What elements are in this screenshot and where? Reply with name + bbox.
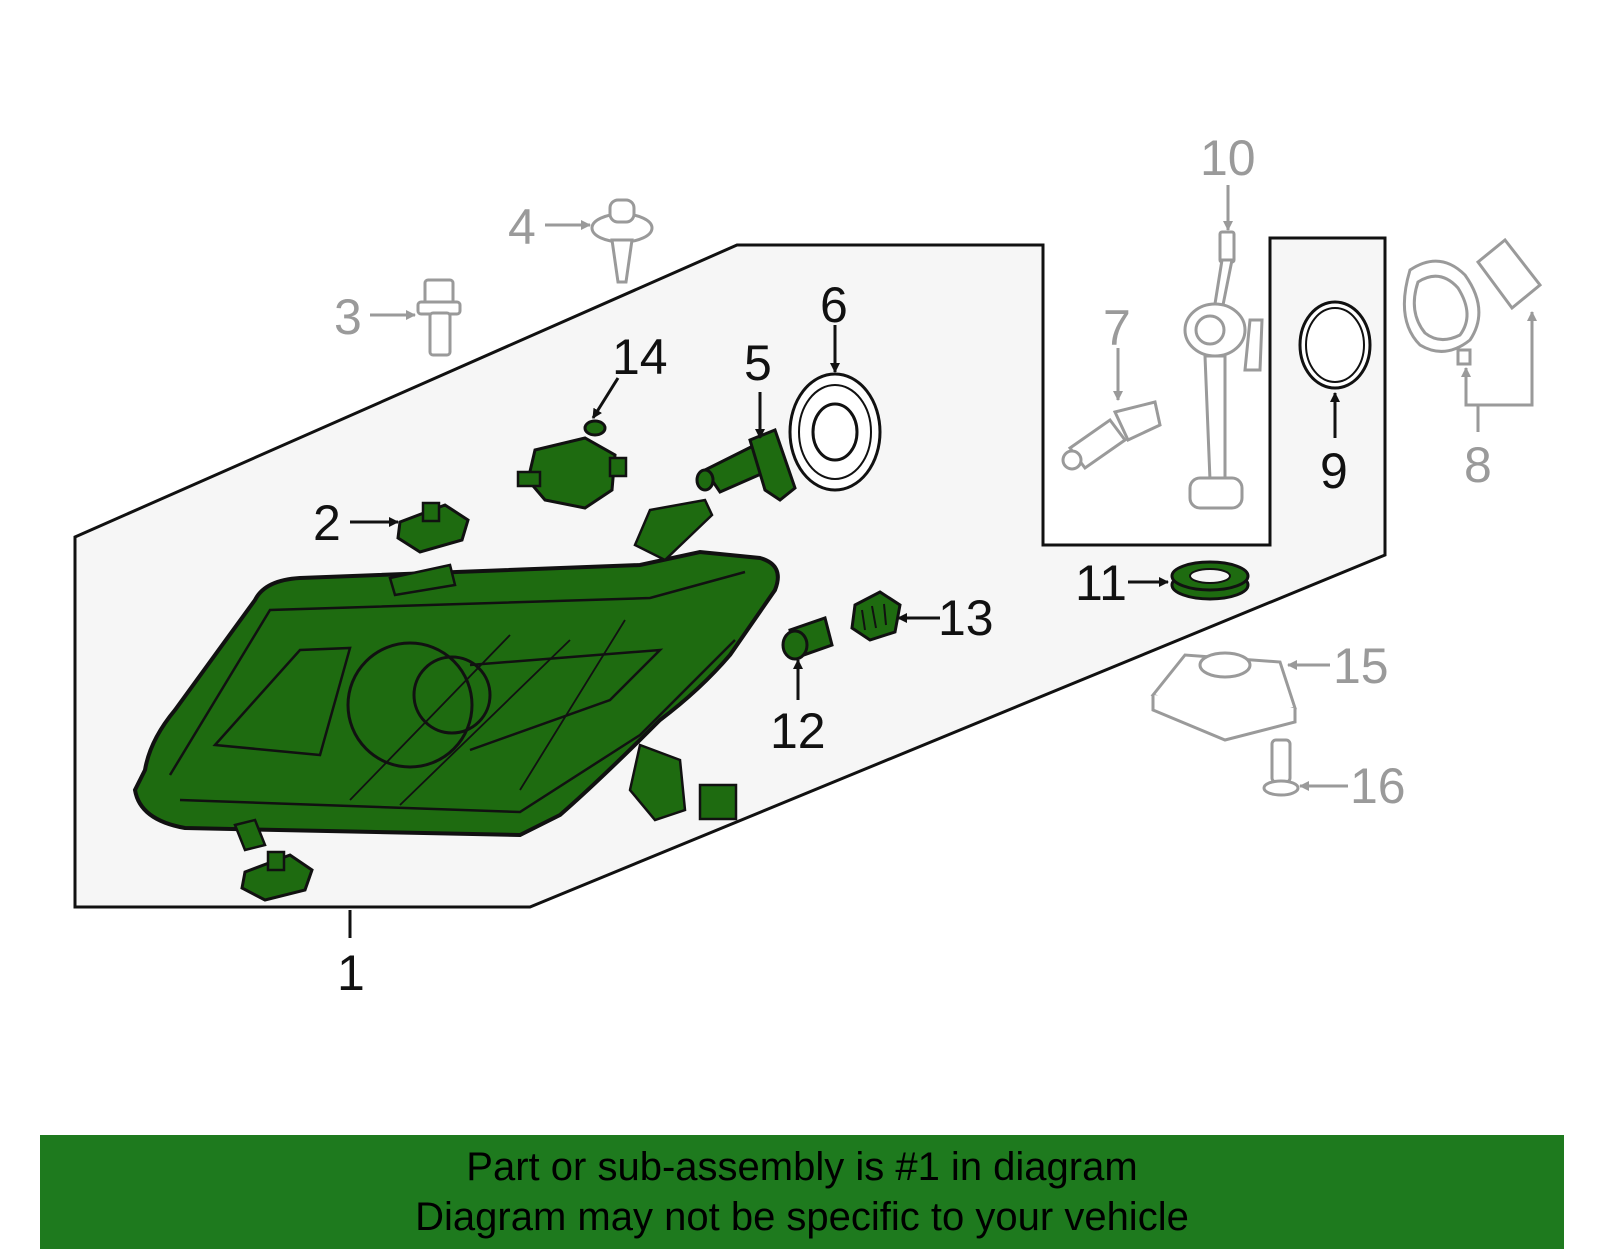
leader-lines: [348, 185, 1537, 938]
callout-8: 8: [1464, 437, 1492, 493]
hid-ballast: [1150, 651, 1297, 742]
hid-bulb: [1061, 400, 1162, 471]
bolt: [416, 278, 462, 357]
callout-1: 1: [337, 945, 365, 1001]
callout-labels: 1 2 3 4 5 6 7 8 9 10 11 12 13 14 15 16: [313, 130, 1492, 1001]
callout-14: 14: [612, 329, 668, 385]
screw: [1262, 738, 1300, 797]
side-marker-bulb[interactable]: [781, 616, 834, 661]
headlamp-bulb[interactable]: [695, 428, 797, 502]
rear-cover: [1402, 237, 1543, 366]
leveling-bracket: [1183, 230, 1264, 510]
seal-ring[interactable]: [1298, 300, 1372, 390]
headlamp-assembly[interactable]: [132, 498, 780, 852]
banner-line-1: Part or sub-assembly is #1 in diagram: [466, 1145, 1138, 1189]
callout-10: 10: [1200, 130, 1256, 186]
callout-11: 11: [1075, 555, 1127, 611]
callout-5: 5: [744, 335, 772, 391]
callout-6: 6: [820, 277, 848, 333]
callout-13: 13: [938, 590, 994, 646]
callout-9: 9: [1320, 443, 1348, 499]
callout-2: 2: [313, 495, 341, 551]
bulb-socket[interactable]: [850, 590, 902, 642]
clip-nut-upper[interactable]: [396, 501, 470, 554]
banner-line-2: Diagram may not be specific to your vehi…: [415, 1195, 1189, 1239]
callout-12: 12: [770, 703, 826, 759]
bulb-cover-seal[interactable]: [788, 372, 882, 492]
callout-7: 7: [1103, 300, 1131, 356]
callout-3: 3: [334, 289, 362, 345]
grommet[interactable]: [1170, 560, 1250, 601]
notice-banner: Part or sub-assembly is #1 in diagram Di…: [40, 1135, 1564, 1249]
callout-16: 16: [1350, 758, 1406, 814]
callout-4: 4: [508, 199, 536, 255]
leveling-motor[interactable]: [516, 419, 628, 510]
push-clip: [590, 198, 654, 284]
clip-nut-lower[interactable]: [240, 850, 314, 902]
callout-15: 15: [1333, 638, 1389, 694]
